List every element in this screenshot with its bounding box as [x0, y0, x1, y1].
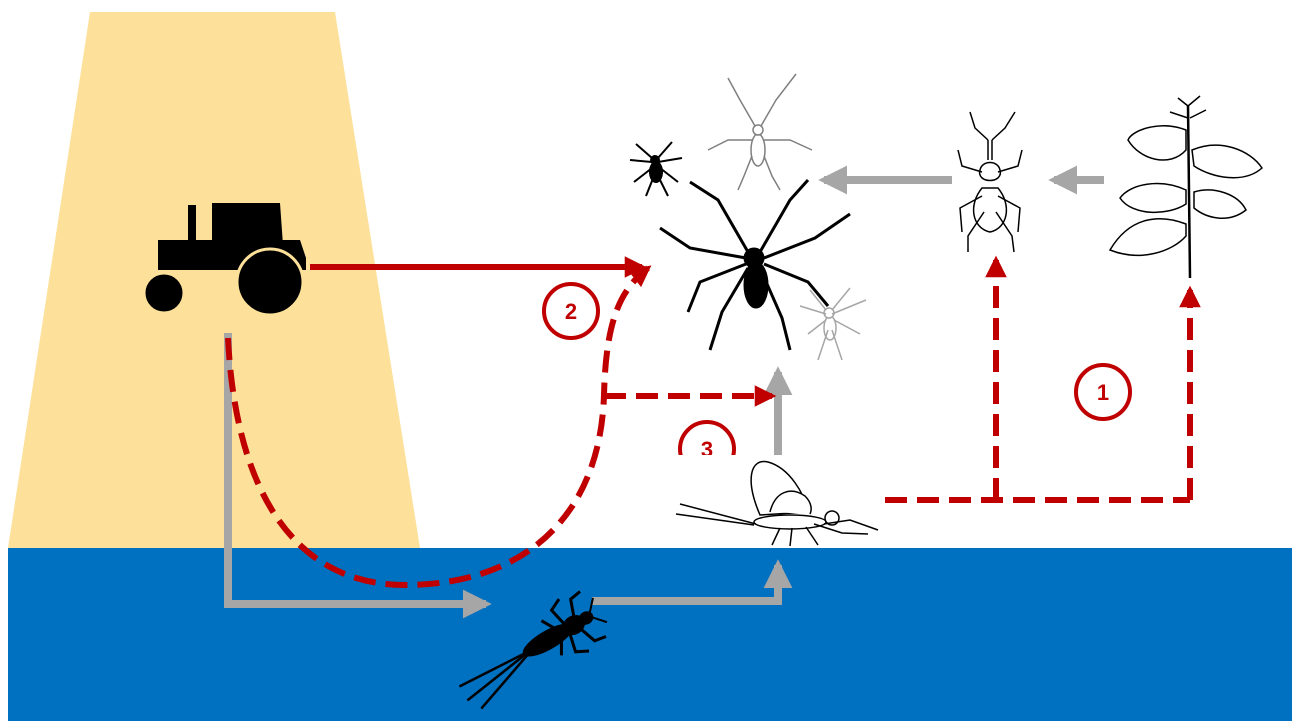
- pale-spider-icon: [800, 288, 866, 360]
- marker-1: 1: [1076, 365, 1130, 419]
- water-zone: [8, 548, 1292, 721]
- spider-large-icon: [660, 180, 850, 350]
- spider-small-icon: [630, 142, 682, 196]
- marker-1-label: 1: [1097, 380, 1109, 405]
- land-zone: [8, 12, 420, 548]
- weevil-icon: [958, 112, 1022, 252]
- adult-mayfly-icon: [672, 455, 884, 548]
- marker-2-label: 2: [565, 299, 577, 324]
- marker-2: 2: [544, 284, 598, 338]
- nettle-plant-icon: [1110, 96, 1262, 278]
- harvestman-icon: [708, 74, 812, 190]
